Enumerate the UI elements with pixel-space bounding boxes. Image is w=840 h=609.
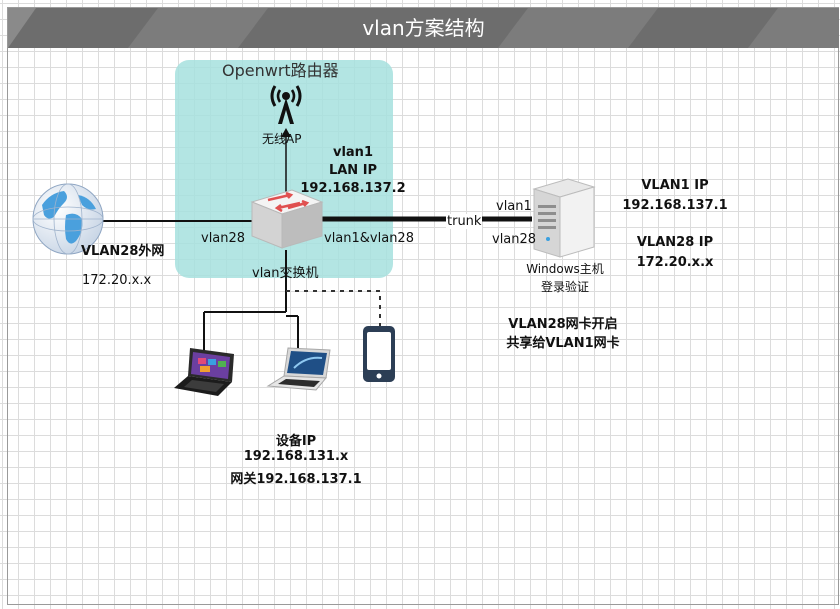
title-bar-stripes [8,8,839,48]
port-vlan28-label: vlan28 [201,231,246,246]
internet-label: VLAN28外网 [81,244,165,259]
host-label: Windows主机 [526,262,604,276]
smartphone-icon [363,326,395,382]
devices-ip-value: 192.168.131.x [243,449,349,464]
host-vlan1-ip-title: VLAN1 IP [641,178,709,193]
link-phone-wireless [286,290,381,326]
devices-gateway: 网关192.168.137.1 [230,472,362,487]
globe-icon [32,183,104,255]
switch-vlan1-label: vlan1 [332,145,373,160]
host-vlan28-ip-title: VLAN28 IP [636,235,714,250]
host-note-line2: 共享给VLAN1网卡 [506,336,620,351]
host-vlan28-ip: 172.20.x.x [636,255,714,270]
router-zone-label: Openwrt路由器 [222,61,339,80]
host-port-vlan28: vlan28 [492,232,537,247]
arrow-head [281,128,291,137]
switch-lan-ip-label: LAN IP [328,163,378,178]
internet-ip: 172.20.x.x [82,273,152,288]
host-note-line1: VLAN28网卡开启 [508,317,618,332]
switch-label: vlan交换机 [252,266,319,281]
ap-label: 无线AP [262,132,302,146]
server-icon [532,178,596,258]
antenna-icon [270,85,302,124]
devices-ip-title: 设备IP [275,434,317,449]
host-port-vlan1: vlan1 [496,199,532,214]
host-sublabel: 登录验证 [540,280,589,294]
host-vlan1-ip: 192.168.137.1 [622,198,728,213]
diagram-title: vlan方案结构 [362,16,485,40]
switch-lan-ip-value: 192.168.137.2 [300,181,406,196]
laptop-icon [174,348,234,396]
trunk-label: trunk [446,214,483,229]
diagram-frame [7,7,839,605]
port-trunk-side-label: vlan1&vlan28 [324,231,414,246]
switch-icon [250,189,324,249]
laptop-icon [266,347,331,391]
title-bar: vlan方案结构 [8,8,839,48]
